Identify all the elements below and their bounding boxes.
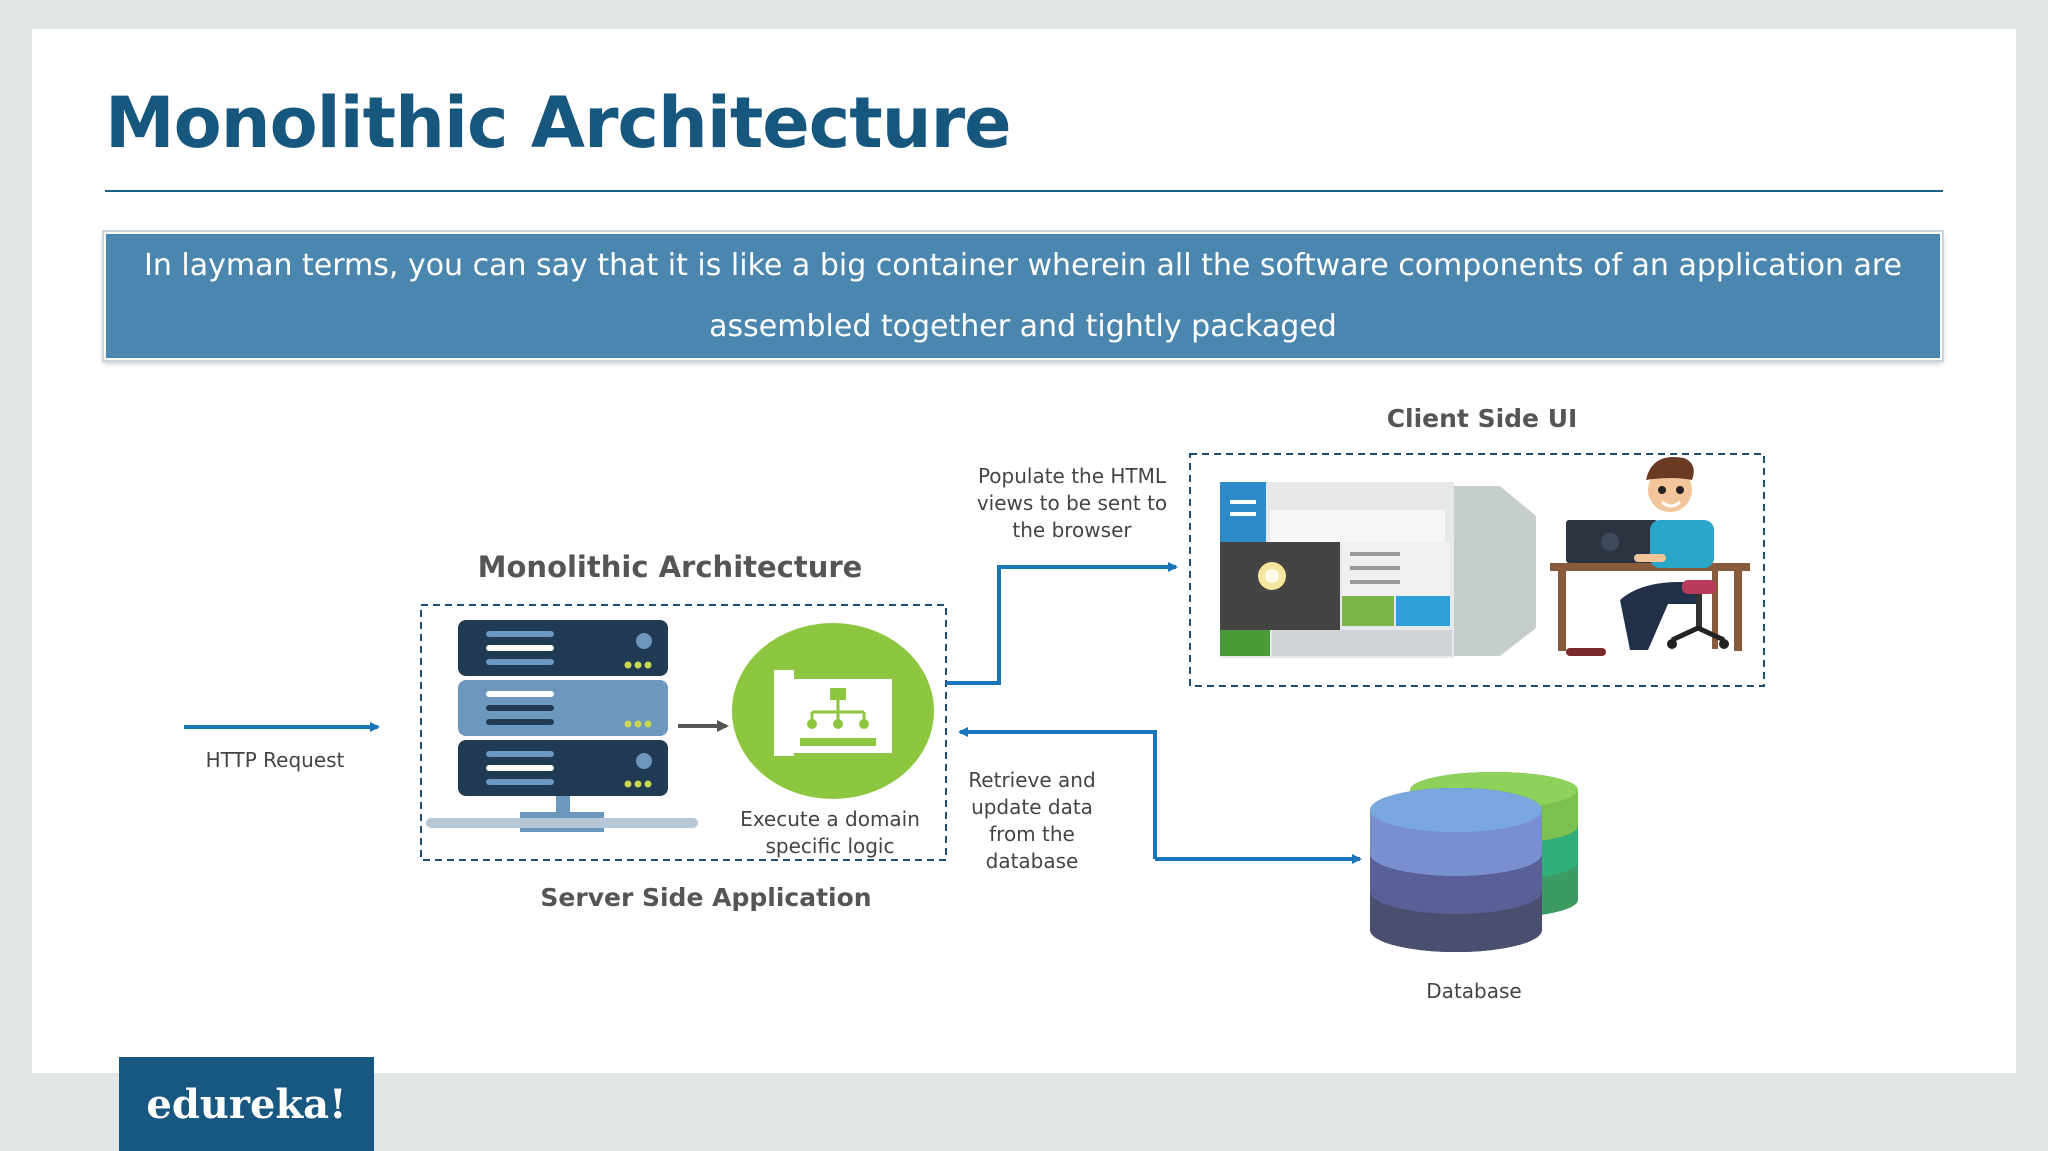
client-heading: Client Side UI (1386, 404, 1578, 433)
server-caption: Server Side Application (540, 883, 872, 912)
logic-caption: Execute a domain specific logic (740, 807, 920, 858)
monolith-heading: Monolithic Architecture (477, 550, 863, 584)
retrieve-arrow-to-server (958, 727, 1157, 859)
server-icon (426, 620, 698, 832)
title-divider (105, 190, 1943, 192)
http-request-label: HTTP Request (205, 748, 345, 772)
server-boundary (420, 604, 947, 861)
developer-icon (1550, 456, 1750, 656)
browser-screenshot-icon (1220, 482, 1536, 658)
database-icon (1370, 772, 1578, 952)
definition-banner: In layman terms, you can say that it is … (104, 232, 1942, 360)
retrieve-caption: Retrieve and update data from the databa… (968, 768, 1096, 873)
client-boundary (1189, 453, 1765, 687)
page-title: Monolithic Architecture (105, 82, 1012, 164)
logo-text: edureka! (146, 1080, 347, 1128)
logic-icon (732, 623, 934, 799)
populate-arrow (946, 562, 1178, 685)
populate-caption: Populate the HTML views to be sent to th… (976, 464, 1168, 542)
definition-text: In layman terms, you can say that it is … (143, 248, 1903, 344)
database-caption: Database (1426, 979, 1522, 1003)
edureka-logo: edureka! (119, 1057, 374, 1151)
